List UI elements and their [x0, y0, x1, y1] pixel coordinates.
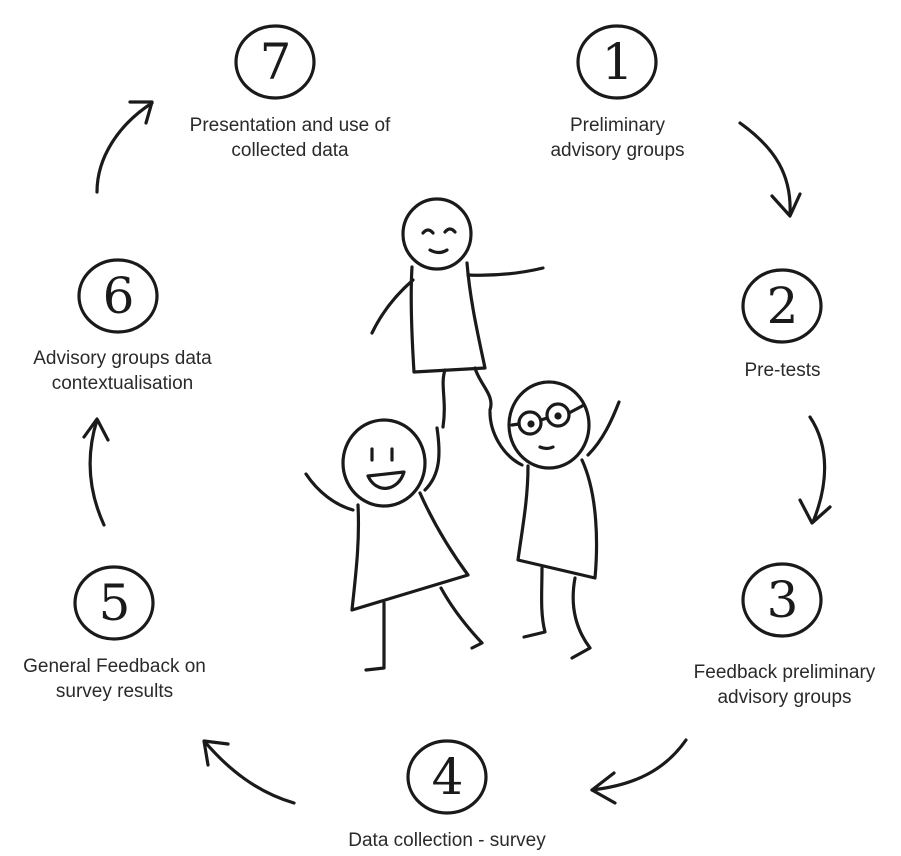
- step-number: 7: [259, 33, 292, 91]
- step-5-label: General Feedback on survey results: [23, 656, 206, 702]
- stick-figure-right: [488, 380, 621, 660]
- step-5: 5: [72, 563, 157, 643]
- stick-figure-top: [370, 197, 545, 429]
- step-number: 3: [766, 571, 799, 629]
- circle-outline: [576, 24, 658, 100]
- arrow-5-to-6: [82, 417, 110, 527]
- step-number: 6: [102, 267, 135, 325]
- arrow-4-to-5: [202, 739, 296, 805]
- stick-figure-left: [304, 418, 484, 672]
- circle-outline: [741, 562, 823, 638]
- step-1: 1: [575, 22, 660, 102]
- step-2-label: Pre-tests: [744, 360, 821, 381]
- circle-outline: [77, 258, 159, 334]
- step-3: 3: [740, 560, 825, 640]
- step-6: 6: [76, 256, 161, 336]
- step-2: 2: [740, 266, 825, 346]
- circle-outline: [406, 739, 488, 815]
- circle-outline: [73, 565, 155, 641]
- arrow-1-to-2: [738, 121, 802, 218]
- step-1-label: Preliminary advisory groups: [550, 115, 685, 161]
- arrow-2-to-3: [798, 415, 832, 525]
- step-number: 2: [766, 277, 799, 335]
- circle-outline: [234, 24, 316, 100]
- arrow-3-to-4: [590, 738, 688, 805]
- step-3-label: Feedback preliminary advisory groups: [693, 662, 876, 708]
- step-4: 4: [405, 737, 490, 817]
- step-number: 1: [601, 33, 634, 91]
- step-4-label: Data collection - survey: [348, 830, 546, 851]
- step-number: 4: [431, 748, 464, 806]
- step-6-label: Advisory groups data contextualisation: [33, 348, 212, 394]
- step-7: 7: [233, 22, 318, 102]
- step-7-label: Presentation and use of collected data: [189, 115, 391, 161]
- circle-outline: [741, 268, 823, 344]
- step-number: 5: [98, 574, 131, 632]
- arrow-6-to-7: [95, 100, 154, 194]
